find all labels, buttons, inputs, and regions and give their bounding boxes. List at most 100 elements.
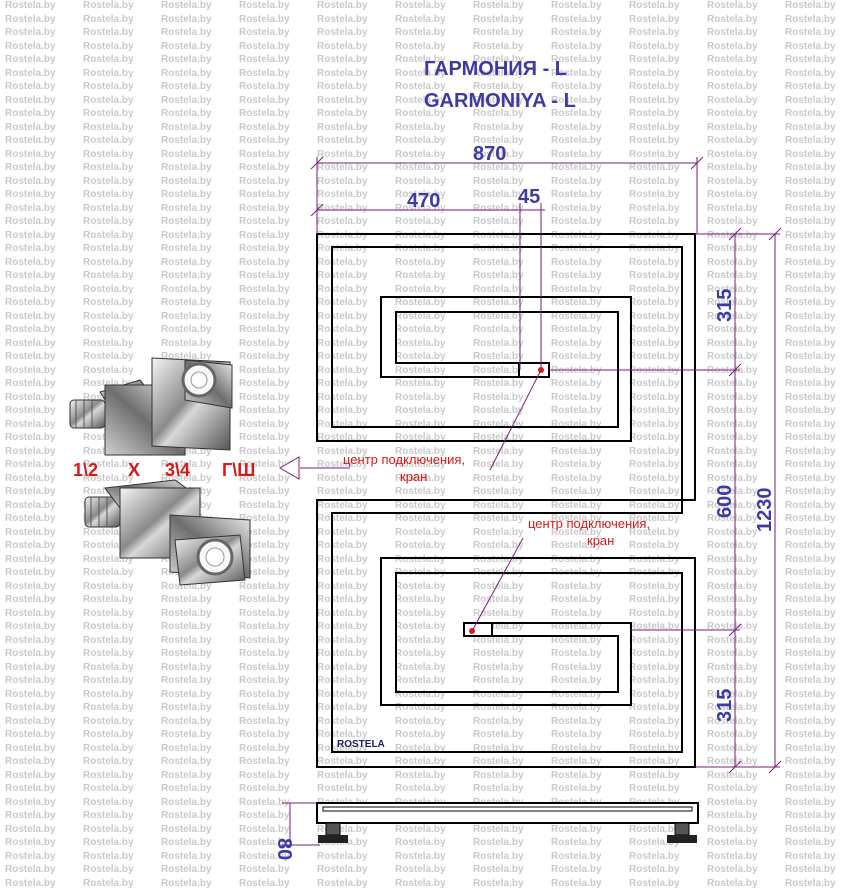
watermark-text: Rostela.by [5, 837, 56, 848]
watermark-text: Rostela.by [707, 580, 758, 592]
watermark-text: Rostela.by [161, 27, 212, 38]
watermark-text: Rostela.by [161, 283, 212, 295]
watermark-text: Rostela.by [785, 364, 836, 376]
watermark-text: Rostela.by [551, 594, 602, 605]
watermark-text: Rostela.by [551, 0, 602, 11]
watermark-text: Rostela.by [161, 229, 212, 241]
watermark-text: Rostela.by [785, 580, 836, 592]
watermark-text: Rostela.by [83, 756, 134, 767]
watermark-text: Rostela.by [5, 715, 56, 727]
watermark-text: Rostela.by [707, 13, 758, 25]
watermark-text: Rostela.by [317, 526, 368, 538]
watermark-text: Rostela.by [395, 67, 446, 79]
watermark-text: Rostela.by [5, 877, 56, 889]
watermark-text: Rostela.by [473, 189, 524, 200]
watermark-text: Rostela.by [5, 108, 56, 119]
watermark-text: Rostela.by [395, 108, 446, 119]
watermark-text: Rostela.by [395, 486, 446, 497]
watermark-text: Rostela.by [473, 648, 524, 659]
watermark-text: Rostela.by [785, 769, 836, 781]
watermark-text: Rostela.by [239, 13, 290, 25]
watermark-text: Rostela.by [83, 769, 134, 781]
watermark-text: Rostela.by [629, 189, 680, 200]
watermark-text: Rostela.by [473, 607, 524, 619]
watermark-text: Rostela.by [551, 202, 602, 214]
watermark-text: Rostela.by [83, 553, 134, 565]
watermark-text: Rostela.by [239, 67, 290, 79]
watermark-text: Rostela.by [239, 540, 290, 551]
watermark-text: Rostela.by [629, 783, 680, 794]
watermark-text: Rostela.by [551, 270, 602, 281]
watermark-text: Rostela.by [707, 877, 758, 889]
watermark-text: Rostela.by [629, 729, 680, 740]
watermark-text: Rostela.by [239, 391, 290, 403]
dim-middle-section: 600 [714, 485, 736, 518]
watermark-text: Rostela.by [395, 148, 446, 160]
watermark-text: Rostela.by [551, 81, 602, 92]
watermark-text: Rostela.by [707, 202, 758, 214]
watermark-text: Rostela.by [551, 621, 602, 632]
watermark-text: Rostela.by [785, 513, 836, 524]
watermark-text: Rostela.by [5, 445, 56, 457]
watermark-text: Rostela.by [395, 715, 446, 727]
watermark-text: Rostela.by [239, 634, 290, 646]
watermark-text: Rostela.by [707, 513, 758, 524]
watermark-text: Rostela.by [83, 229, 134, 241]
watermark-text: Rostela.by [629, 675, 680, 686]
watermark-text: Rostela.by [629, 850, 680, 862]
watermark-text: Rostela.by [473, 688, 524, 700]
watermark-text: Rostela.by [239, 499, 290, 511]
watermark-text: Rostela.by [239, 94, 290, 106]
watermark-text: Rostela.by [551, 648, 602, 659]
watermark-text: Rostela.by [785, 13, 836, 25]
watermark-text: Rostela.by [83, 607, 134, 619]
watermark-text: Rostela.by [707, 621, 758, 632]
watermark-text: Rostela.by [317, 202, 368, 214]
watermark-text: Rostela.by [629, 202, 680, 214]
watermark-text: Rostela.by [5, 364, 56, 376]
watermark-text: Rostela.by [239, 648, 290, 659]
watermark-text: Rostela.by [83, 823, 134, 835]
watermark-text: Rostela.by [395, 175, 446, 187]
watermark-text: Rostela.by [707, 486, 758, 497]
watermark-text: Rostela.by [161, 864, 212, 875]
watermark-text: Rostela.by [629, 297, 680, 308]
watermark-text: Rostela.by [317, 175, 368, 187]
watermark-text: Rostela.by [473, 364, 524, 376]
watermark-text: Rostela.by [707, 445, 758, 457]
watermark-text: Rostela.by [395, 648, 446, 659]
watermark-text: Rostela.by [785, 715, 836, 727]
watermark-text: Rostela.by [5, 378, 56, 389]
watermark-text: Rostela.by [629, 580, 680, 592]
watermark-text: Rostela.by [5, 418, 56, 430]
watermark-text: Rostela.by [239, 283, 290, 295]
watermark-text: Rostela.by [395, 27, 446, 38]
watermark-text: Rostela.by [83, 81, 134, 92]
watermark-text: Rostela.by [785, 216, 836, 227]
watermark-text: Rostela.by [551, 337, 602, 349]
watermark-text: Rostela.by [707, 661, 758, 673]
watermark-text: Rostela.by [5, 324, 56, 335]
valve-x-separator: X [128, 460, 140, 480]
watermark-text: Rostela.by [395, 256, 446, 268]
watermark-text: Rostela.by [317, 459, 368, 470]
watermark-text: Rostela.by [707, 675, 758, 686]
watermark-text: Rostela.by [5, 729, 56, 740]
watermark-text: Rostela.by [317, 337, 368, 349]
watermark-text: Rostela.by [317, 580, 368, 592]
watermark-text: Rostela.by [629, 742, 680, 754]
watermark-text: Rostela.by [161, 472, 212, 484]
connection-dot-lower [469, 628, 475, 634]
watermark-text: Rostela.by [629, 81, 680, 92]
watermark-text: Rostela.by [83, 459, 134, 470]
watermark-text: Rostela.by [239, 81, 290, 92]
watermark-text: Rostela.by [395, 243, 446, 254]
watermark-text: Rostela.by [239, 175, 290, 187]
watermark-text: Rostela.by [473, 445, 524, 457]
watermark-text: Rostela.by [395, 432, 446, 443]
watermark-text: Rostela.by [161, 607, 212, 619]
watermark-text: Rostela.by [707, 391, 758, 403]
watermark-text: Rostela.by [785, 783, 836, 794]
watermark-text: Rostela.by [239, 702, 290, 713]
